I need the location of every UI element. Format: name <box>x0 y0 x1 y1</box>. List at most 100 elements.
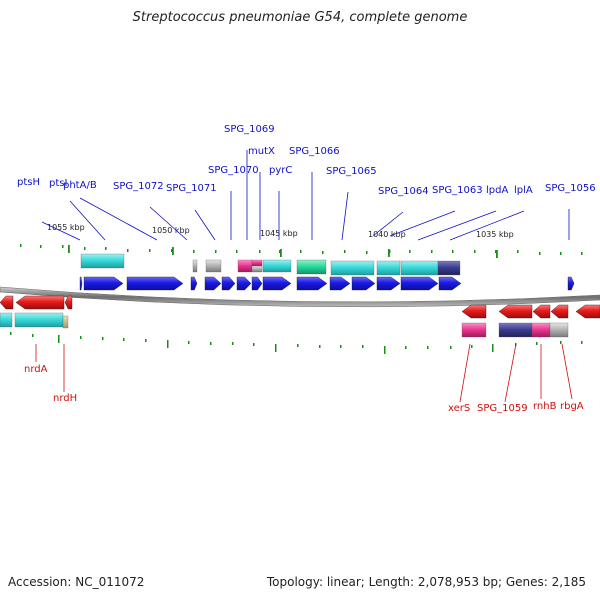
scale-tick <box>431 250 433 253</box>
forward-gene-arrow[interactable] <box>262 276 292 291</box>
forward-gene-arrow[interactable] <box>567 276 575 291</box>
forward-gene-arrow[interactable] <box>236 276 252 291</box>
scale-tick <box>560 341 562 344</box>
label-leader <box>389 210 456 237</box>
scale-tick <box>20 244 22 247</box>
scale-tick <box>127 249 129 252</box>
gene-label[interactable]: SPG_1071 <box>166 183 217 194</box>
scale-tick <box>145 339 147 342</box>
annotation-feature[interactable] <box>205 259 222 273</box>
reverse-gene-arrow[interactable] <box>532 304 551 319</box>
annotation-feature[interactable] <box>251 265 263 273</box>
scale-tick <box>495 250 497 253</box>
forward-gene-arrow[interactable] <box>438 276 462 291</box>
gene-label[interactable]: SPG_1064 <box>378 186 429 197</box>
annotation-feature[interactable] <box>62 315 69 329</box>
gene-label[interactable]: SPG_1066 <box>289 146 340 157</box>
annotation-feature[interactable] <box>192 259 198 273</box>
annotation-feature[interactable] <box>549 322 569 338</box>
gene-label[interactable]: lplA <box>514 185 533 196</box>
reverse-gene-arrow[interactable] <box>15 295 65 310</box>
label-leader <box>341 191 349 241</box>
forward-gene-arrow[interactable] <box>400 276 439 291</box>
gene-label[interactable]: SPG_1059 <box>477 403 528 414</box>
scale-tick-major <box>68 245 70 253</box>
gene-label[interactable]: SPG_1065 <box>326 166 377 177</box>
scale-tick <box>80 336 82 339</box>
annotation-feature[interactable] <box>237 259 253 273</box>
gene-label[interactable]: phtA/B <box>63 180 97 191</box>
scale-tick <box>215 250 217 253</box>
gene-label[interactable]: SPG_1056 <box>545 183 596 194</box>
annotation-feature[interactable] <box>14 312 64 328</box>
reverse-gene-arrow[interactable] <box>550 304 569 319</box>
reverse-gene-arrow[interactable] <box>498 304 533 319</box>
forward-gene-arrow[interactable] <box>251 276 263 291</box>
gene-label[interactable]: SPG_1069 <box>224 124 275 135</box>
annotation-feature[interactable] <box>251 259 263 267</box>
scale-tick-major <box>172 247 174 255</box>
forward-gene-arrow[interactable] <box>296 276 328 291</box>
gene-label[interactable]: nrdA <box>24 364 48 375</box>
gene-label[interactable]: pyrC <box>269 165 292 176</box>
forward-gene-arrow[interactable] <box>83 276 124 291</box>
forward-gene-arrow[interactable] <box>204 276 222 291</box>
forward-gene-arrow[interactable] <box>221 276 236 291</box>
scale-tick-major <box>496 250 498 258</box>
forward-gene-arrow[interactable] <box>329 276 351 291</box>
gene-label[interactable]: lpdA <box>486 185 508 196</box>
gene-label[interactable]: rbgA <box>560 401 584 412</box>
forward-gene-arrow[interactable] <box>376 276 401 291</box>
scale-tick <box>279 250 281 253</box>
gene-label[interactable]: xerS <box>448 403 470 414</box>
forward-gene-arrow[interactable] <box>351 276 376 291</box>
annotation-feature[interactable] <box>461 322 487 338</box>
gene-label[interactable]: ptsH <box>17 177 40 188</box>
scale-tick <box>167 340 169 348</box>
gene-label[interactable]: nrdH <box>53 393 77 404</box>
annotation-feature[interactable] <box>400 260 439 276</box>
scale-tick <box>450 346 452 349</box>
annotation-feature[interactable] <box>296 259 327 275</box>
annotation-feature[interactable] <box>330 260 375 276</box>
reverse-gene-arrow[interactable] <box>64 295 73 310</box>
scale-tick <box>344 250 346 253</box>
gene-label[interactable]: mutX <box>248 146 275 157</box>
gene-label[interactable]: ptsI <box>49 178 67 189</box>
gene-label[interactable]: SPG_1063 <box>432 185 483 196</box>
annotation-feature[interactable] <box>262 259 292 273</box>
annotation-feature[interactable] <box>0 312 13 328</box>
accession-label: Accession: NC_011072 <box>8 575 145 589</box>
scale-tick <box>232 342 234 345</box>
scale-tick <box>560 252 562 255</box>
scale-label: 1040 kbp <box>368 230 406 239</box>
forward-gene-arrow[interactable] <box>190 276 198 291</box>
gene-label[interactable]: rnhB <box>533 401 557 412</box>
scale-tick-major <box>388 249 390 257</box>
scale-tick <box>409 250 411 253</box>
label-leader <box>149 206 188 241</box>
annotation-feature[interactable] <box>498 322 533 338</box>
annotation-feature[interactable] <box>80 253 125 269</box>
scale-tick <box>58 335 60 343</box>
scale-tick <box>188 341 190 344</box>
scale-tick <box>319 345 321 348</box>
annotation-feature[interactable] <box>376 260 401 276</box>
annotation-feature[interactable] <box>437 260 461 276</box>
forward-gene-arrow[interactable] <box>79 276 83 291</box>
scale-tick <box>171 249 173 252</box>
annotation-feature[interactable] <box>531 322 551 338</box>
gene-label[interactable]: SPG_1072 <box>113 181 164 192</box>
reverse-gene-arrow[interactable] <box>0 295 14 310</box>
label-leader <box>504 343 517 403</box>
label-leader <box>459 343 471 403</box>
reverse-gene-arrow[interactable] <box>575 304 600 319</box>
forward-gene-arrow[interactable] <box>126 276 184 291</box>
scale-tick <box>210 342 212 345</box>
scale-tick <box>297 344 299 347</box>
gene-label[interactable]: SPG_1070 <box>208 165 259 176</box>
reverse-gene-arrow[interactable] <box>461 304 487 319</box>
